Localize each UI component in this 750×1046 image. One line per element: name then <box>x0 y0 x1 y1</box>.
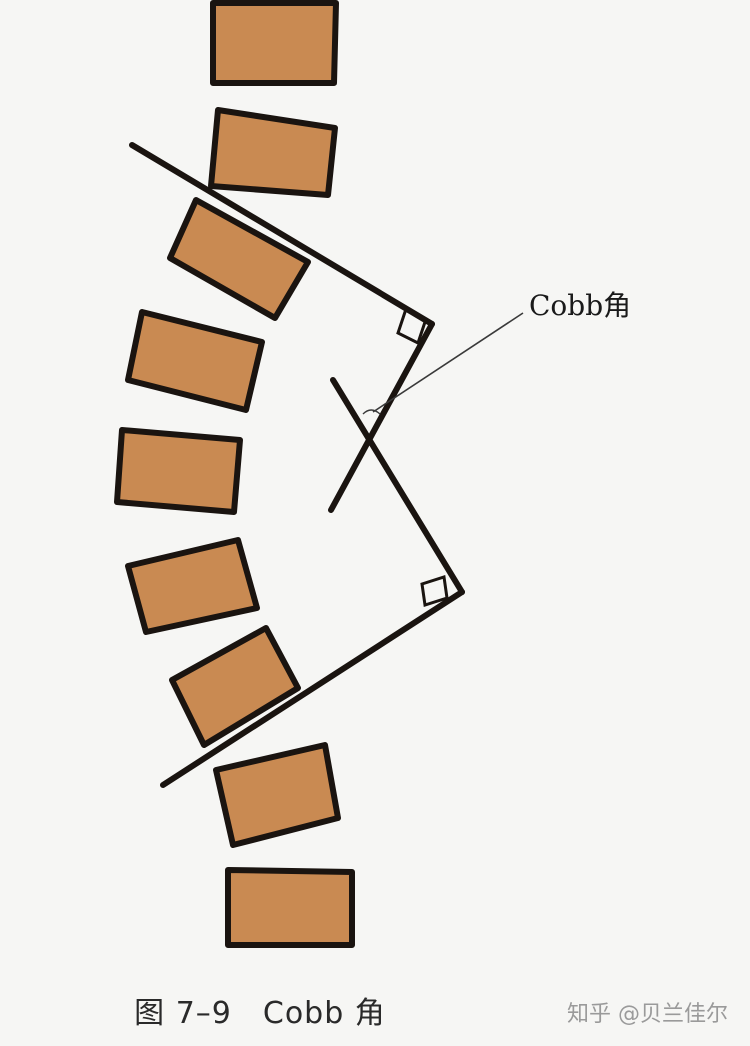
spine-vertebrae <box>114 0 355 948</box>
lower-endplate-line <box>160 589 465 788</box>
lower-perpendicular-line <box>330 377 465 595</box>
vertebra <box>225 867 355 948</box>
vertebra <box>208 107 338 198</box>
vertebra <box>213 742 341 848</box>
cobb-construction-lines <box>129 142 465 788</box>
vertebra <box>125 537 260 635</box>
annotation-leader-line <box>372 312 524 413</box>
vertebra <box>210 0 339 86</box>
figure-caption: 图 7–9 Cobb 角 <box>134 996 386 1031</box>
cobb-angle-arc <box>362 409 381 415</box>
cobb-angle-label: Cobb角 <box>529 289 631 322</box>
upper-endplate-line <box>129 142 435 327</box>
upper-perpendicular-line <box>328 321 435 513</box>
right-angle-marker-upper <box>396 306 428 346</box>
watermark-text: 知乎 @贝兰佳尔 <box>567 1002 728 1027</box>
vertebra <box>125 309 265 413</box>
vertebra <box>114 427 243 515</box>
right-angle-marker-lower <box>420 575 449 607</box>
vertebra <box>167 197 311 321</box>
cobb-angle-annotation: Cobb角 <box>372 289 631 413</box>
vertebra <box>169 625 301 748</box>
